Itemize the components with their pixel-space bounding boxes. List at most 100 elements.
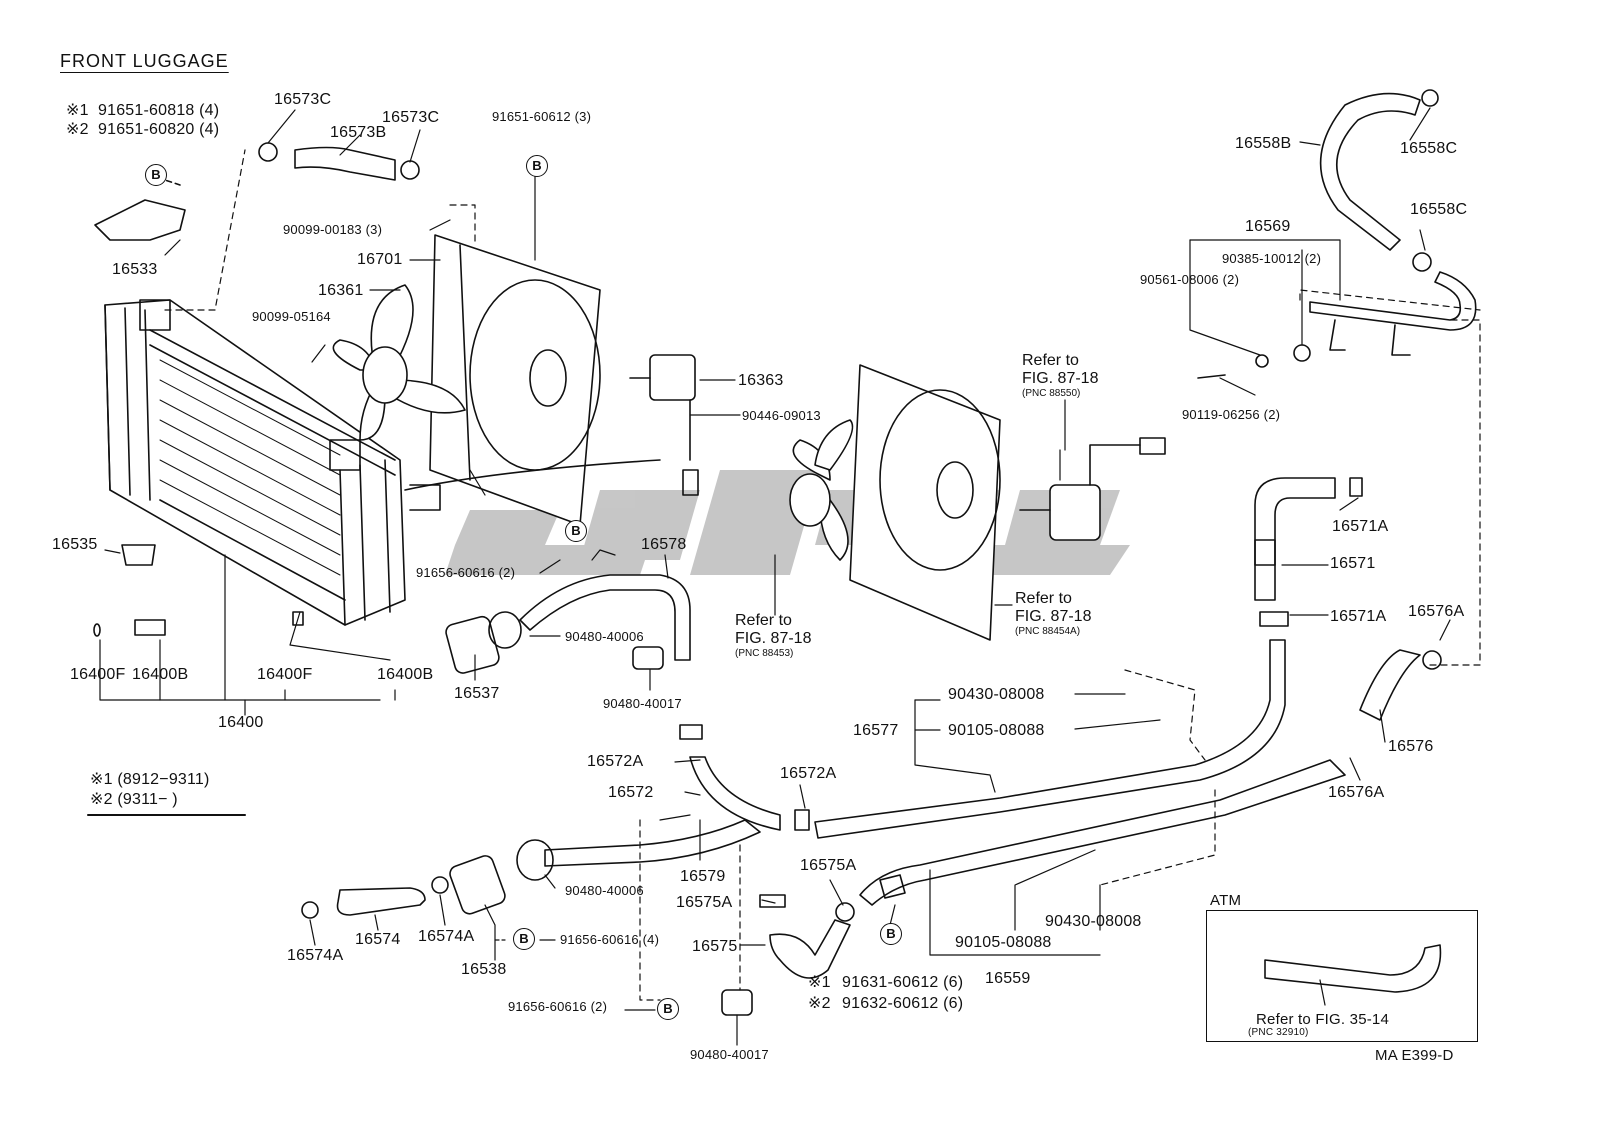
ref-2-pnc: (PNC 88454A) [1015,626,1081,637]
clamp-16572A-b [794,809,810,831]
label-16573C-b: 16573C [382,109,440,126]
label-90480-40017-a: 90480-40017 [603,696,682,711]
figure-code: MA E399-D [1375,1047,1454,1064]
legend-line-1: ※1 (8912−9311) [90,771,210,788]
label-16572: 16572 [608,784,654,801]
note-2-prefix: ※2 [66,121,89,138]
label-16575A-b: 16575A [676,894,733,911]
label-16572A-a: 16572A [587,753,644,770]
pipe-16559 [859,759,1346,906]
clamp-16574A-a [301,901,319,919]
note-1-part: 91651-60818 (4) [98,102,220,119]
ref-3-line: Refer to [735,612,792,629]
label-16571: 16571 [1330,555,1376,572]
atm-inset-box [1206,910,1478,1042]
ref-3-pnc: (PNC 88453) [735,648,794,659]
label-16701: 16701 [357,251,403,268]
label-16559: 16559 [985,970,1031,987]
clamp-16575A-a [759,894,786,908]
label-90105-08088-b: 90105-08088 [955,934,1052,951]
label-16361: 16361 [318,282,364,299]
ref-2-line: Refer to [1015,590,1072,607]
label-16577: 16577 [853,722,899,739]
bracket-16533 [94,199,186,241]
label-16558C-b: 16558C [1410,201,1468,218]
grommet-90480-40006-b [516,839,554,881]
note-2-part: 91651-60820 (4) [98,121,220,138]
label-16579: 16579 [680,868,726,885]
atm-title: ATM [1210,892,1242,909]
label-16571A-b: 16571A [1330,608,1387,625]
atm-pipe [1264,944,1442,993]
pipe-16569 [1255,271,1477,368]
callout-b-pipe-16559: B [880,923,902,945]
hose-16571 [1254,477,1363,627]
grommet-90480-40017-a [632,646,664,670]
label-16572A-b: 16572A [780,765,837,782]
label-16576: 16576 [1388,738,1434,755]
harness-90446 [404,459,661,491]
label-16400: 16400 [218,714,264,731]
label-90480-40017-b: 90480-40017 [690,1047,769,1062]
ref-fan-motor: Refer to FIG. 87-18 (PNC 88550) [1022,352,1098,399]
label-16573B: 16573B [330,124,387,141]
label-90105-08088-a: 90105-08088 [948,722,1045,739]
label-90430-08008-a: 90430-08008 [948,686,1045,703]
label-16574A-b: 16574A [418,928,475,945]
label-16537: 16537 [454,685,500,702]
label-90385-10012: 90385-10012 (2) [1222,251,1322,266]
label-16574: 16574 [355,931,401,948]
label-16573C-a: 16573C [274,91,332,108]
note-1-prefix: ※1 [66,102,89,119]
note-4-prefix: ※2 [808,995,831,1012]
ref-2-fig: FIG. 87-18 [1015,608,1092,625]
pipe-16577 [814,639,1286,839]
callout-b-lower: B [657,998,679,1020]
ref-1-fig: FIG. 87-18 [1022,370,1099,387]
hose-16575 [769,919,851,979]
pipe-16578 [519,574,691,661]
atm-ref: Refer to FIG. 35-14 [1256,1011,1390,1028]
cap-16535 [121,544,156,566]
cond-fan-shroud [789,364,1166,641]
gasket-16400F-a [93,623,101,637]
label-90561-08006: 90561-08006 (2) [1140,272,1240,287]
clamp-16576A [1422,650,1442,670]
bolt-90119 [1197,374,1226,379]
flange-16538 [449,855,506,915]
label-16558C-a: 16558C [1400,140,1458,157]
ref-1-pnc: (PNC 88550) [1022,388,1081,399]
label-16400F-a: 16400F [70,666,126,683]
fan-blade-16361 [332,284,466,441]
section-title: FRONT LUGGAGE [60,51,229,71]
label-16575: 16575 [692,938,738,955]
hose-16572 [689,756,781,831]
label-16578: 16578 [641,536,687,553]
label-90099-00183: 90099-00183 (3) [283,222,383,237]
callout-b-pipe-16578: B [565,520,587,542]
clamp-16575A-b [835,902,855,922]
callout-b-shroud: B [526,155,548,177]
radiator-16400 [104,299,441,626]
label-91656-60616-c: 91656-60616 (2) [508,999,608,1014]
label-16533: 16533 [112,261,158,278]
label-16535: 16535 [52,536,98,553]
label-90099-05164: 90099-05164 [252,309,331,324]
label-91651-60612: 91651-60612 (3) [492,109,592,124]
ref-shroud: Refer to FIG. 87-18 (PNC 88454A) [1015,590,1091,637]
clamp-16573C-b [400,160,420,180]
label-16400B-b: 16400B [377,666,434,683]
label-16574A-a: 16574A [287,947,344,964]
label-91656-60616-a: 91656-60616 (2) [416,565,516,580]
note-3-prefix: ※1 [808,974,831,991]
hose-16573B [294,146,396,181]
hose-16576 [1359,649,1421,721]
label-90480-40006-b: 90480-40006 [565,883,644,898]
label-16363: 16363 [738,372,784,389]
label-16575A-a: 16575A [800,857,857,874]
label-16576A-b: 16576A [1328,784,1385,801]
fan-shroud-16701 [429,234,601,526]
hose-16574 [336,887,426,916]
label-90480-40006-a: 90480-40006 [565,629,644,644]
note-4-part: 91632-60612 (6) [842,995,964,1012]
